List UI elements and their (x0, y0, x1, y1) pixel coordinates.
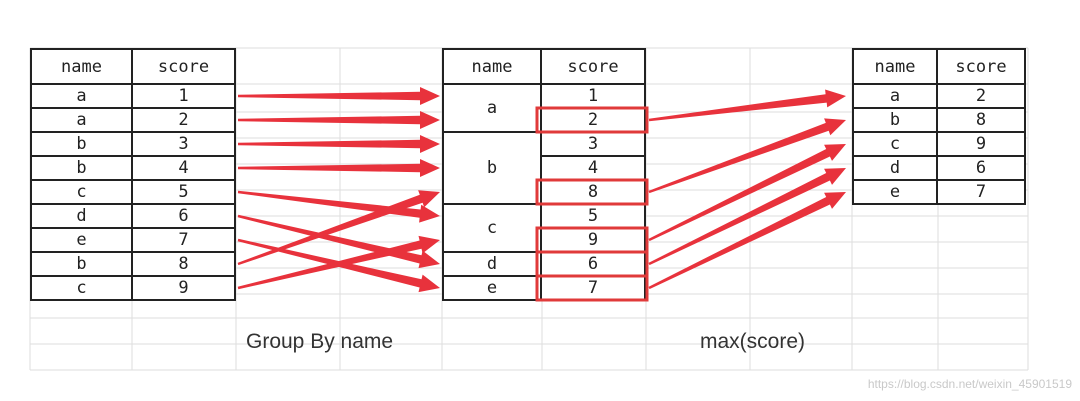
max-score-cell: 8 (540, 179, 646, 205)
column-header-name: name (852, 48, 938, 85)
column-header-name: name (442, 48, 542, 85)
name-cell: e (30, 227, 133, 253)
score-cell: 8 (131, 251, 236, 277)
score-cell: 7 (131, 227, 236, 253)
score-cell: 1 (131, 83, 236, 109)
group-by-caption: Group By name (246, 330, 394, 353)
name-cell: c (30, 275, 133, 301)
group-name-cell: b (442, 131, 542, 205)
aggregate-caption: max(score) (700, 330, 806, 353)
column-header-score: score (131, 48, 236, 85)
score-cell: 4 (540, 155, 646, 181)
max-score-cell: 9 (540, 227, 646, 253)
name-cell: a (30, 107, 133, 133)
score-cell: 1 (540, 83, 646, 109)
group-name-cell: e (442, 275, 542, 301)
group-name-cell: a (442, 83, 542, 133)
name-cell: d (852, 155, 938, 181)
score-cell: 6 (131, 203, 236, 229)
name-cell: b (30, 251, 133, 277)
score-cell: 7 (936, 179, 1026, 205)
score-cell: 3 (131, 131, 236, 157)
name-cell: a (852, 83, 938, 109)
score-cell: 6 (936, 155, 1026, 181)
max-score-cell: 2 (540, 107, 646, 133)
score-cell: 3 (540, 131, 646, 157)
score-cell: 9 (936, 131, 1026, 157)
name-cell: b (30, 155, 133, 181)
group-name-cell: d (442, 251, 542, 277)
score-cell: 9 (131, 275, 236, 301)
score-cell: 2 (131, 107, 236, 133)
name-cell: c (852, 131, 938, 157)
score-cell: 4 (131, 155, 236, 181)
watermark: https://blog.csdn.net/weixin_45901519 (867, 377, 1072, 391)
score-cell: 5 (540, 203, 646, 229)
name-cell: c (30, 179, 133, 205)
column-header-score: score (936, 48, 1026, 85)
column-header-score: score (540, 48, 646, 85)
name-cell: b (30, 131, 133, 157)
name-cell: a (30, 83, 133, 109)
score-cell: 8 (936, 107, 1026, 133)
name-cell: d (30, 203, 133, 229)
score-cell: 5 (131, 179, 236, 205)
column-header-name: name (30, 48, 133, 85)
score-cell: 2 (936, 83, 1026, 109)
name-cell: b (852, 107, 938, 133)
max-score-cell: 6 (540, 251, 646, 277)
max-score-cell: 7 (540, 275, 646, 301)
group-name-cell: c (442, 203, 542, 253)
name-cell: e (852, 179, 938, 205)
